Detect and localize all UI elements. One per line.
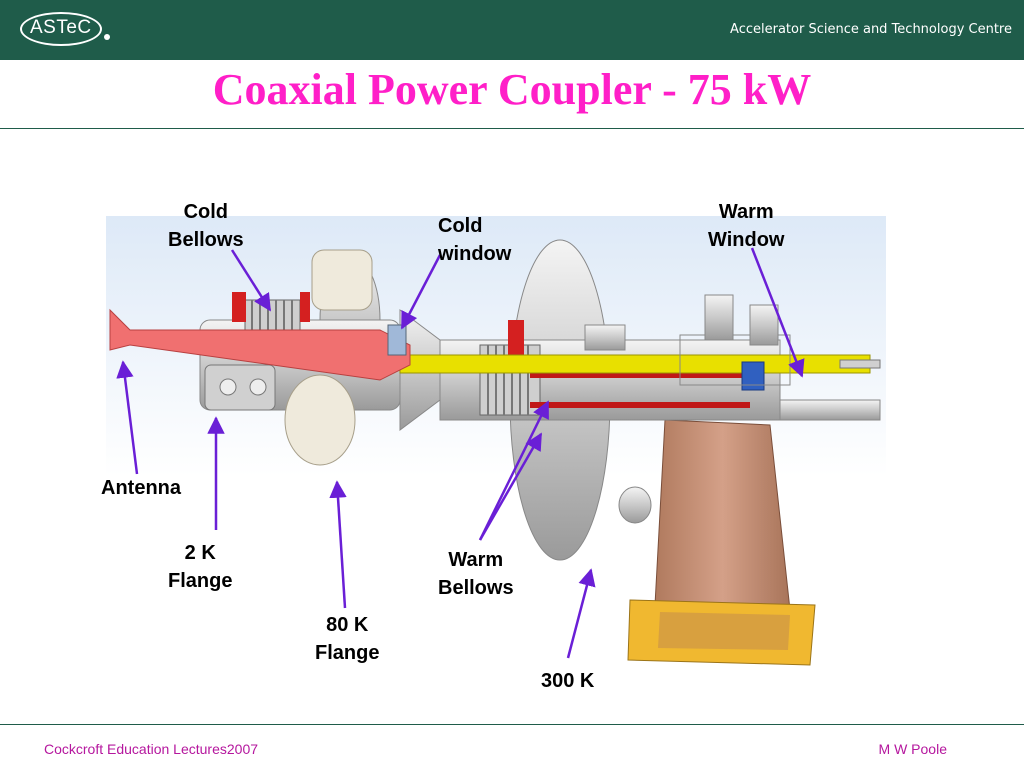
arrow-300k [566,568,596,659]
label-line: 80 K [326,614,369,636]
cold-window [387,324,407,356]
flange-2k-bolt-1 [219,378,237,396]
top-port-1 [704,294,734,341]
lower-port [618,486,652,524]
label-cold-bellows: Cold Bellows [168,198,244,254]
label-line: Antenna [101,477,181,499]
footer-rule [0,724,1024,725]
organization-name: Accelerator Science and Technology Centr… [730,22,1012,37]
red-flange-3 [508,320,524,360]
label-line: Warm [448,549,504,571]
astec-logo-text: ASTeC [30,17,92,38]
arrow-warm-window [750,247,805,378]
arrow-80k-flange [329,480,347,609]
footer-author: M W Poole [878,741,947,757]
label-line: Flange [168,570,233,592]
red-outer-conductor [530,370,750,378]
waveguide-base-inner [658,612,790,650]
top-port-2 [749,304,779,346]
label-warm-window: Warm Window [708,198,784,254]
label-line: Cold [183,201,228,223]
label-line: Flange [315,642,380,664]
label-antenna: Antenna [101,474,181,502]
header-bar: ASTeC Accelerator Science and Technology… [0,0,1024,60]
label-line: window [438,243,512,265]
logo-dot [104,34,110,40]
red-flange-2 [300,292,310,322]
label-line: Bellows [438,577,514,599]
arrow-antenna [116,360,139,475]
label-line: 2 K [184,542,216,564]
label-line: Cold [438,215,483,237]
label-warm-bellows: Warm Bellows [438,546,514,602]
arrow-cold-bellows [230,249,272,312]
end-tube [779,399,881,421]
astec-logo [20,12,102,46]
arrow-warm-bellows-b [478,432,543,541]
waveguide-leg [654,419,791,611]
red-flange-1 [232,292,246,322]
warm-window [741,361,765,391]
label-80k-flange: 80 K Flange [315,611,379,667]
slide-title: Coaxial Power Coupler - 75 kW [212,65,812,114]
antenna-shape [109,308,411,381]
flange-2k-bolt-2 [249,378,267,396]
inner-conductor-tip [839,359,881,369]
side-port [584,324,626,351]
flange-2k [204,364,276,411]
label-2k-flange: 2 K Flange [168,539,232,595]
label-line: Window [708,229,785,251]
footer-lecture: Cockcroft Education Lectures2007 [44,741,259,757]
label-line: Bellows [168,229,244,251]
label-line: 300 K [541,670,595,692]
title-rule [0,128,1024,129]
red-outer-conductor-low [530,402,750,408]
label-cold-window: Cold window [438,212,511,268]
arrow-warm-bellows-a [478,400,550,541]
label-300k: 300 K [541,667,594,695]
arrow-cold-window [400,254,442,330]
flange-80k-ring [284,374,356,466]
label-line: Warm [718,201,774,223]
flange-top-ring [311,249,373,311]
